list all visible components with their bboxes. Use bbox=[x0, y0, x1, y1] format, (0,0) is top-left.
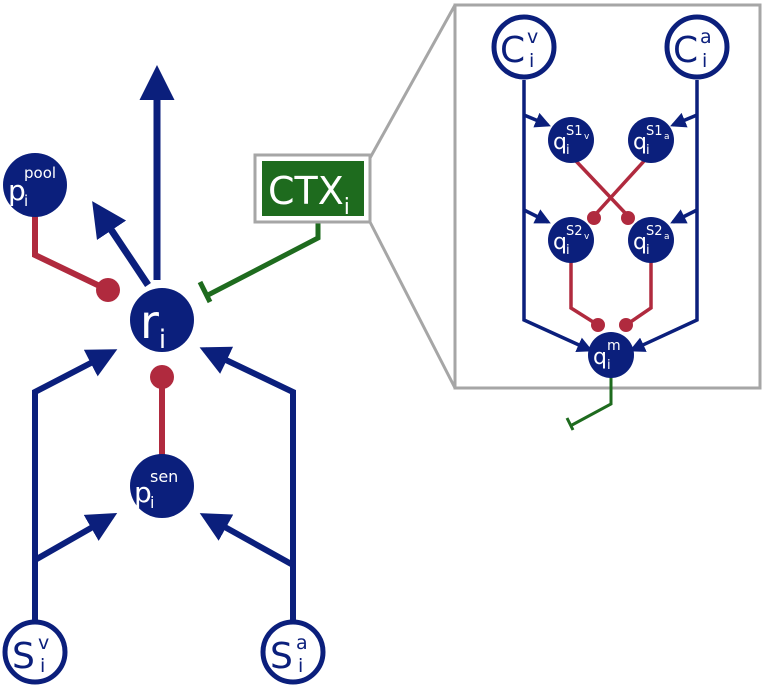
node-p-pool-label: p pool i bbox=[8, 163, 61, 210]
ctx-label: CTXi bbox=[268, 169, 350, 220]
inhibit-dot-ppool bbox=[96, 278, 120, 302]
node-s-v-label: S v i bbox=[12, 632, 54, 677]
node-s-a bbox=[260, 619, 326, 685]
node-r-label: ri bbox=[140, 295, 166, 355]
qm-output-bar bbox=[565, 417, 575, 431]
edge-q2v-inhibit-qm bbox=[569, 260, 599, 327]
edge-r-to-ppool bbox=[92, 201, 151, 287]
edge-q1v-inhibit-q2a bbox=[573, 158, 630, 218]
inhibit-dot-q2a bbox=[621, 211, 635, 225]
inhibit-dot-psen bbox=[150, 365, 174, 389]
inhibit-dot-qm-right bbox=[619, 318, 633, 332]
edge-ca-to-q1a bbox=[670, 112, 698, 128]
node-s-v bbox=[2, 619, 68, 685]
zoom-line-bottom bbox=[368, 221, 457, 389]
ctx-bar-r bbox=[197, 280, 213, 304]
edge-ctx-to-r bbox=[206, 215, 321, 298]
edge-ppool-inhibit-r bbox=[32, 215, 110, 293]
node-q-s2v bbox=[548, 217, 594, 263]
edge-q2a-inhibit-qm bbox=[625, 260, 653, 327]
node-q-s1a-label: q S1 a i bbox=[633, 120, 675, 158]
edge-cv-to-q2v bbox=[523, 208, 551, 224]
edge-ca-to-q2a bbox=[670, 208, 698, 224]
node-q-s2a bbox=[628, 217, 674, 263]
node-q-m bbox=[588, 332, 634, 378]
node-s-a-label: S a i bbox=[270, 632, 313, 677]
node-c-v-label: C v i bbox=[500, 26, 543, 72]
node-q-s1a bbox=[628, 117, 674, 163]
node-c-v bbox=[491, 14, 557, 80]
inhibit-dot-q2v bbox=[587, 211, 601, 225]
edge-sv-to-r bbox=[32, 349, 118, 625]
edge-ca-down bbox=[629, 80, 699, 352]
edge-q1a-inhibit-q2v bbox=[592, 158, 647, 218]
node-q-s2v-label: q S2 v i bbox=[553, 220, 594, 258]
edge-sv-to-psen bbox=[33, 513, 118, 563]
node-q-s2a-label: q S2 a i bbox=[633, 220, 675, 258]
node-q-s1v bbox=[548, 117, 594, 163]
inhibit-dot-qm-left bbox=[591, 318, 605, 332]
edge-cv-to-q1v bbox=[523, 112, 551, 128]
node-p-sen-label: p sen i bbox=[134, 467, 183, 512]
node-p-pool bbox=[3, 153, 67, 217]
zoom-line-top bbox=[368, 4, 457, 159]
node-p-sen bbox=[130, 454, 194, 518]
edge-cv-down bbox=[522, 80, 593, 352]
node-c-a bbox=[664, 14, 730, 80]
node-q-s1v-label: q S1 v i bbox=[553, 120, 594, 158]
node-q-m-label: q m i bbox=[593, 335, 626, 373]
node-c-a-label: C a i bbox=[673, 26, 717, 72]
ctx-node bbox=[262, 161, 364, 216]
edge-qm-output bbox=[571, 376, 613, 427]
edge-sa-to-r bbox=[199, 346, 296, 625]
edge-sa-to-psen bbox=[199, 513, 295, 568]
node-r bbox=[130, 288, 194, 352]
